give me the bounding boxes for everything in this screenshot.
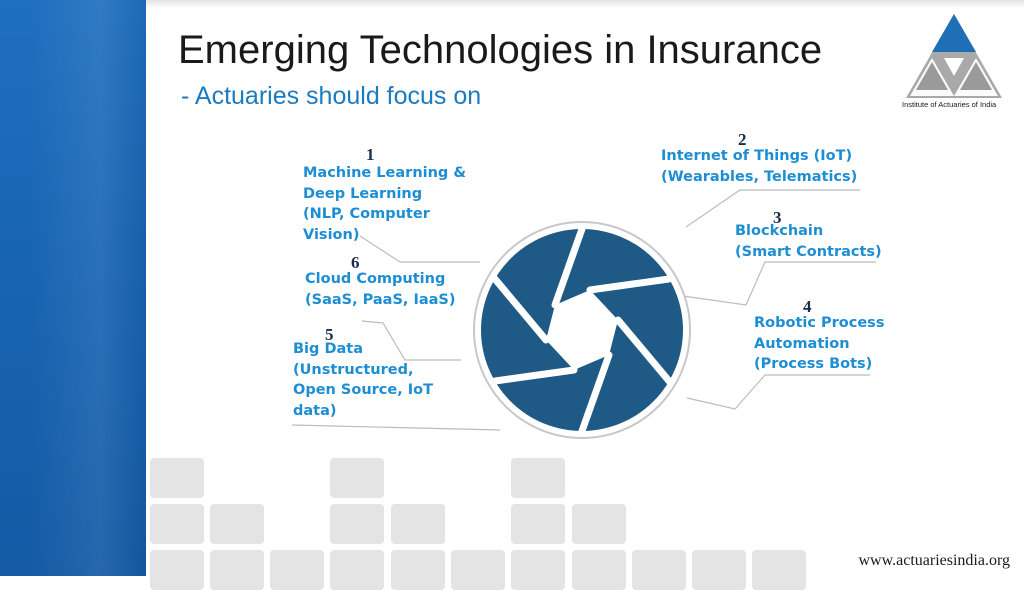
- item-label-1: Machine Learning & Deep Learning (NLP, C…: [303, 163, 466, 245]
- blade-seam: [491, 275, 550, 344]
- tile: [572, 504, 626, 544]
- label-line: (Smart Contracts): [735, 243, 882, 260]
- label-line: Big Data: [293, 341, 363, 357]
- label-line: Machine Learning &: [303, 165, 467, 181]
- label-line: data): [293, 402, 337, 419]
- label-line: Automation: [754, 335, 850, 352]
- logo-caption: Institute of Actuaries of India: [902, 100, 997, 109]
- label-line: Deep Learning: [303, 185, 423, 202]
- label-line: (SaaS, PaaS, IaaS): [305, 291, 456, 308]
- label-line: (Process Bots): [754, 356, 873, 372]
- item-number-4: 4: [803, 297, 812, 316]
- label-line: Blockchain: [735, 223, 824, 239]
- tile: [330, 458, 384, 498]
- connector-line-5: [291, 424, 501, 431]
- label-line: Internet of Things (IoT): [661, 148, 853, 164]
- top-shadow: [146, 0, 1024, 8]
- label-line: (Unstructured,: [293, 361, 414, 378]
- connector-line-6: [361, 320, 461, 361]
- tile: [511, 504, 565, 544]
- item-label-4: Robotic Process Automation (Process Bots…: [754, 313, 884, 375]
- item-number-3: 3: [773, 208, 782, 227]
- blade-seam: [491, 366, 578, 385]
- item-number-6: 6: [351, 253, 360, 272]
- institute-logo: [906, 14, 1002, 98]
- aperture-blade-seams: [491, 225, 673, 435]
- tile: [210, 504, 264, 544]
- connector-line-1: [359, 235, 480, 263]
- tile: [150, 458, 204, 498]
- page-title: Emerging Technologies in Insurance: [178, 28, 823, 72]
- aperture-center: [546, 290, 618, 370]
- label-line: Robotic Process: [754, 315, 885, 331]
- blade-seam: [586, 275, 673, 294]
- aperture-diagram: [291, 189, 876, 439]
- item-label-3: Blockchain (Smart Contracts): [735, 221, 882, 262]
- page-subtitle: - Actuaries should focus on: [181, 82, 482, 110]
- label-line: (NLP, Computer: [303, 206, 430, 222]
- item-label-5: Big Data (Unstructured, Open Source, IoT…: [293, 339, 433, 421]
- tile: [150, 504, 204, 544]
- blade-seam: [578, 351, 613, 435]
- label-line: Open Source, IoT: [293, 382, 434, 398]
- label-line: Cloud Computing: [305, 271, 446, 287]
- item-label-2: Internet of Things (IoT) (Wearables, Tel…: [661, 146, 857, 187]
- blade-seam: [614, 316, 673, 385]
- connector-line-2: [685, 189, 860, 228]
- band-shade: [30, 0, 146, 576]
- connector-lines: [291, 189, 876, 431]
- footer-website-link[interactable]: www.actuariesindia.org: [854, 550, 1014, 572]
- left-accent-band: [0, 0, 146, 576]
- label-line: (Wearables, Telematics): [661, 168, 858, 185]
- item-number-2: 2: [738, 130, 747, 149]
- item-label-6: Cloud Computing (SaaS, PaaS, IaaS): [305, 269, 455, 310]
- tile: [330, 504, 384, 544]
- connector-line-3: [682, 261, 876, 306]
- connector-line-4: [686, 374, 870, 410]
- tile: [511, 458, 565, 498]
- item-number-1: 1: [366, 145, 375, 164]
- blade-seam: [551, 225, 586, 309]
- tile: [391, 504, 445, 544]
- label-line: Vision): [303, 226, 360, 243]
- item-number-5: 5: [325, 325, 334, 344]
